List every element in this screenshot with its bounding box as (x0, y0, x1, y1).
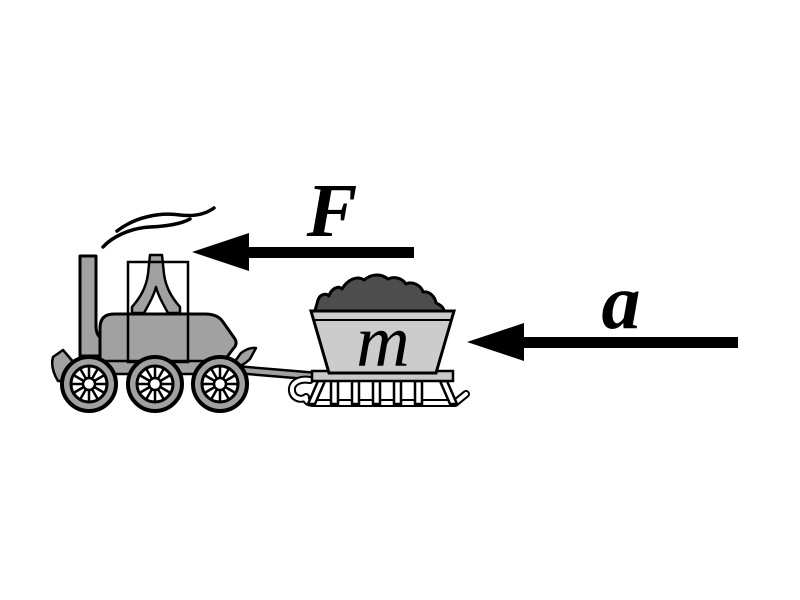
slat (392, 379, 403, 406)
wheel-spokes-icon (203, 367, 237, 401)
exhaust-stand (130, 253, 182, 315)
acceleration-annotation: a (467, 258, 738, 361)
bucket (309, 309, 456, 375)
force-annotation: F (192, 169, 414, 271)
wheel-hub (212, 376, 228, 392)
force-label: F (306, 169, 358, 253)
wheel-spokes-icon (72, 367, 106, 401)
load-pile (312, 273, 446, 316)
tractor (50, 206, 321, 413)
force-arrow-icon (192, 233, 414, 271)
wheel-spokes-icon (138, 367, 172, 401)
slat (350, 379, 361, 406)
tractor-wheel-front (60, 355, 118, 413)
smoke-icon (101, 206, 216, 249)
mass-label: m (356, 301, 409, 383)
tractor-wheel-rear (191, 355, 249, 413)
tractor-wheel-middle (126, 355, 184, 413)
acceleration-arrow-icon (467, 323, 738, 361)
wheel-hub (147, 376, 163, 392)
wheel-hub (81, 376, 97, 392)
slat (329, 379, 340, 406)
slat (413, 379, 424, 406)
sled: m (287, 273, 470, 407)
smoke-curve-upper (115, 206, 216, 233)
smoke-curve-lower (101, 217, 192, 249)
acceleration-label: a (602, 258, 641, 345)
slat (371, 379, 382, 406)
